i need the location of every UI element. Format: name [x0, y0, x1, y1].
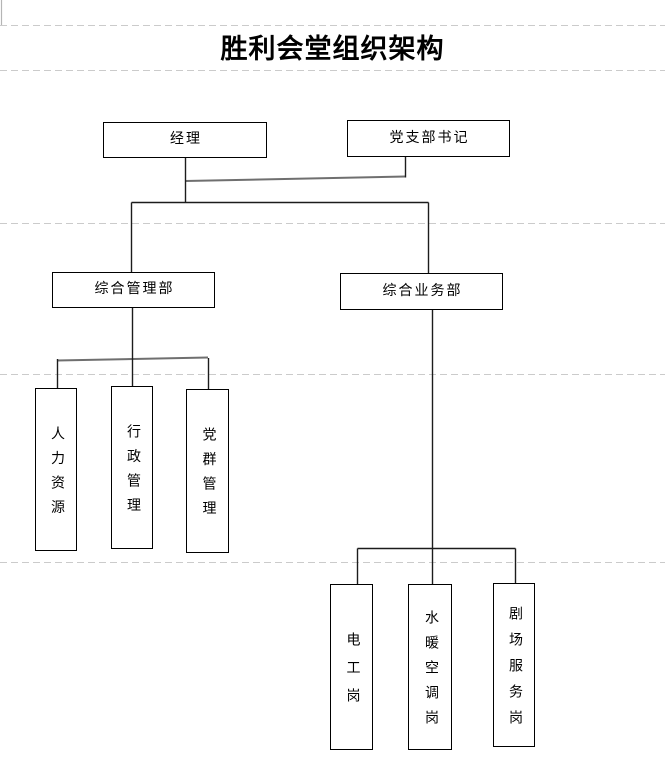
org-chart-connectors	[56, 157, 517, 584]
node-administration: 行政管理	[111, 386, 153, 549]
node-party-branch-secretary-label: 党支部书记	[389, 130, 470, 146]
node-manager-label: 经理	[170, 132, 202, 147]
node-party-branch-secretary: 党支部书记	[347, 120, 510, 157]
node-general-business-dept: 综合业务部	[340, 273, 503, 310]
page-break-gridlines	[0, 0, 665, 563]
node-general-management-dept: 综合管理部	[52, 272, 215, 308]
node-human-resources-label: 人力资源	[49, 425, 64, 524]
node-electrician-post: 电工岗	[330, 584, 373, 750]
node-general-business-dept-label: 综合业务部	[382, 283, 463, 299]
node-general-management-dept-label: 综合管理部	[94, 282, 175, 297]
node-theater-service-post-label: 剧场服务岗	[507, 606, 522, 736]
node-human-resources: 人力资源	[35, 388, 77, 551]
node-electrician-post-label: 电工岗	[344, 632, 360, 716]
node-party-mass-management: 党群管理	[186, 389, 229, 553]
page-title: 胜利会堂组织架构	[220, 34, 445, 64]
node-hvac-post: 水暖空调岗	[408, 584, 452, 750]
node-administration-label: 行政管理	[125, 423, 140, 522]
node-party-mass-management-label: 党群管理	[200, 427, 216, 526]
node-manager: 经理	[103, 122, 267, 158]
connector-top-horizontal	[185, 175, 406, 182]
node-theater-service-post: 剧场服务岗	[493, 583, 535, 747]
node-hvac-post-label: 水暖空调岗	[423, 610, 438, 735]
